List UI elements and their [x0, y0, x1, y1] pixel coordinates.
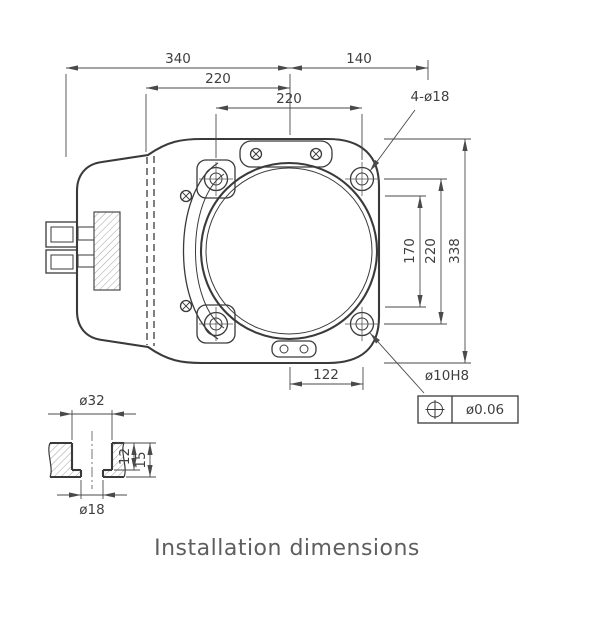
tolerance-value-label: ø0.06: [466, 402, 504, 418]
dim-140-label: 140: [346, 51, 372, 67]
dim-170-label: 170: [402, 238, 418, 264]
top-boss-screws: [249, 147, 323, 161]
robot-base-outline: [75, 137, 381, 365]
bottom-boss-screw-left: [279, 344, 289, 354]
mounting-hole-top-right: [345, 162, 379, 196]
dim-338-label: 338: [447, 238, 463, 264]
right-dimensions-group: 170 220 338: [384, 138, 471, 364]
detail-view-group: ø32 12 15 ø18: [48, 393, 156, 518]
mounting-hole-bottom-right: [345, 307, 379, 341]
fit-callout-label: ø10H8: [425, 368, 469, 384]
mounting-hole-bottom-left: [196, 304, 236, 344]
section-hatch-right: [103, 443, 124, 477]
dim-220-holes-h-label: 220: [276, 91, 302, 107]
dim-340-label: 340: [165, 51, 191, 67]
connector-bracket-hatched: [93, 211, 121, 291]
connector-upper-inner: [50, 226, 74, 243]
connector-lower-inner: [50, 254, 74, 270]
dim-122-label: 122: [313, 367, 339, 383]
mounting-hole-top-left: [196, 159, 236, 199]
dim-220-holes-v-label: 220: [423, 238, 439, 264]
dim-12-label: 12: [117, 448, 133, 465]
bottom-boss: [271, 340, 317, 358]
section-hatch-left: [50, 443, 81, 477]
dim-d18-label: ø18: [79, 502, 104, 518]
top-boss: [239, 140, 333, 168]
dim-d32-label: ø32: [79, 393, 104, 409]
housing-contour-inner: [195, 173, 225, 329]
position-tolerance-frame: ø0.06: [417, 395, 519, 424]
position-symbol-icon: [425, 400, 445, 419]
dim-220-center-label: 220: [205, 71, 231, 87]
holes-callout-leader: [369, 109, 416, 172]
bottom-boss-screw-right: [299, 344, 309, 354]
mounting-flange-inner-circle: [205, 167, 373, 335]
bottom-dimensions-group: 122 ø10H8 ø0.06: [289, 332, 519, 424]
dim-15-label: 15: [133, 451, 149, 468]
holes-callout-label: 4-ø18: [411, 89, 450, 105]
connector-blocks: [45, 221, 79, 274]
page-title: Installation dimensions: [154, 536, 420, 561]
top-view-group: [45, 137, 381, 365]
housing-screws: [179, 189, 193, 313]
top-dimensions-group: 340 140 220 220 4-ø18: [65, 51, 450, 172]
mounting-flange-circle: [199, 161, 379, 341]
fit-callout-leader: [369, 332, 425, 394]
